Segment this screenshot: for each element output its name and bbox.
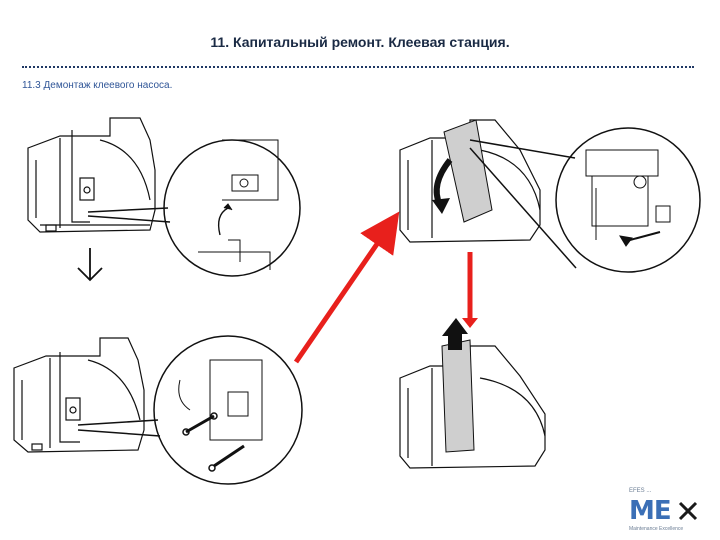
logo-main-text: ME <box>629 496 672 526</box>
me-logo: EFES ... ME Maintenance Excellence <box>625 488 705 534</box>
callout-top-left <box>87 139 301 277</box>
callout-bottom-left <box>77 335 303 485</box>
pump-tilted-top-right <box>443 119 493 223</box>
machine-bottom-left <box>13 337 145 453</box>
down-arrow-icon <box>77 248 103 282</box>
logo-top-text: EFES ... <box>629 488 652 494</box>
logo-caption: Maintenance Excellence <box>629 526 684 532</box>
screwdriver-icon <box>208 444 245 472</box>
red-diagonal-arrow-icon <box>293 211 400 364</box>
machine-top-left <box>27 117 156 233</box>
zoom-detail-top-right <box>585 149 671 247</box>
pump-lifted-bottom-right <box>441 339 475 453</box>
zoom-detail-top-left <box>198 139 279 270</box>
wrench-icon <box>182 412 218 436</box>
tools-icon <box>678 501 698 521</box>
dotted-rule <box>22 66 694 68</box>
callout-top-right <box>469 127 701 273</box>
up-arrow-icon <box>442 318 468 350</box>
section-subtitle: 11.3 Демонтаж клеевого насоса. <box>22 80 173 91</box>
page-title: 11. Капитальный ремонт. Клеевая станция. <box>210 34 510 50</box>
zoom-detail-bottom-left <box>178 359 263 441</box>
